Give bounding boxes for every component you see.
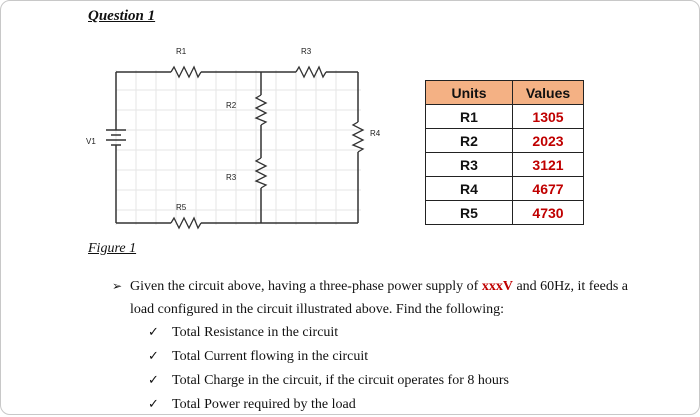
table-row: R3 3121 [425,152,584,177]
resistors [170,65,365,230]
header-values: Values [512,80,584,105]
label-v1: V1 [86,137,96,146]
value-cell: 3121 [512,152,584,177]
arrow-bullet-icon: ➢ [112,279,123,293]
circuit-wires [115,71,359,224]
label-r3-top: R3 [301,47,312,56]
circuit-grid [115,70,361,225]
check-icon: ✓ [148,373,159,388]
paragraph-text: Given the circuit above, having a three-… [130,275,632,321]
label-r4: R4 [370,129,381,138]
unit-cell: R4 [425,176,513,201]
voltage-placeholder: xxxV [481,279,513,294]
paragraph-part2: and 60Hz, it feeds a load configured in … [130,279,629,317]
label-r1: R1 [176,47,187,56]
list-item-text: Total Resistance in the circuit [172,325,339,340]
value-cell: 4730 [512,200,584,225]
value-cell: 1305 [512,104,584,129]
list-item-text: Total Current flowing in the circuit [172,349,369,364]
list-item-text: Total Power required by the load [172,397,356,412]
question-paragraph: ➢ Given the circuit above, having a thre… [112,275,632,321]
table-row: R4 4677 [425,176,584,201]
resistor-r4 [351,121,365,153]
resistor-r1 [170,65,202,79]
resistor-r3-mid [254,157,268,189]
list-item: ✓ Total Resistance in the circuit [148,321,509,345]
value-cell: 4677 [512,176,584,201]
paragraph-part1: Given the circuit above, having a three-… [130,279,482,294]
label-r5: R5 [176,203,187,212]
circuit-diagram: R1 R3 R2 R3 R4 R5 V1 [86,47,381,230]
check-icon: ✓ [148,397,159,412]
label-r2: R2 [226,101,237,110]
table-row: R2 2023 [425,128,584,153]
units-values-table: Units Values R1 1305 R2 2023 R3 3121 R4 … [425,80,584,225]
resistor-r2 [254,94,268,126]
value-cell: 2023 [512,128,584,153]
list-item: ✓ Total Current flowing in the circuit [148,345,509,369]
list-item-text: Total Charge in the circuit, if the circ… [172,373,509,388]
resistor-r5 [170,216,202,230]
check-icon: ✓ [148,349,159,364]
table-row: R1 1305 [425,104,584,129]
list-item: ✓ Total Charge in the circuit, if the cir… [148,369,509,393]
battery-v1 [106,129,126,150]
header-units: Units [425,80,513,105]
question-title: Question 1 [88,8,156,24]
task-list: ✓ Total Resistance in the circuit ✓ Total … [148,321,509,417]
unit-cell: R3 [425,152,513,177]
label-r3-mid: R3 [226,173,237,182]
unit-cell: R1 [425,104,513,129]
list-item: ✓ Total Power required by the load [148,393,509,417]
unit-cell: R5 [425,200,513,225]
table-row: R5 4730 [425,200,584,225]
resistor-r3-top [295,65,327,79]
check-icon: ✓ [148,325,159,340]
figure-label: Figure 1 [88,241,137,256]
unit-cell: R2 [425,128,513,153]
